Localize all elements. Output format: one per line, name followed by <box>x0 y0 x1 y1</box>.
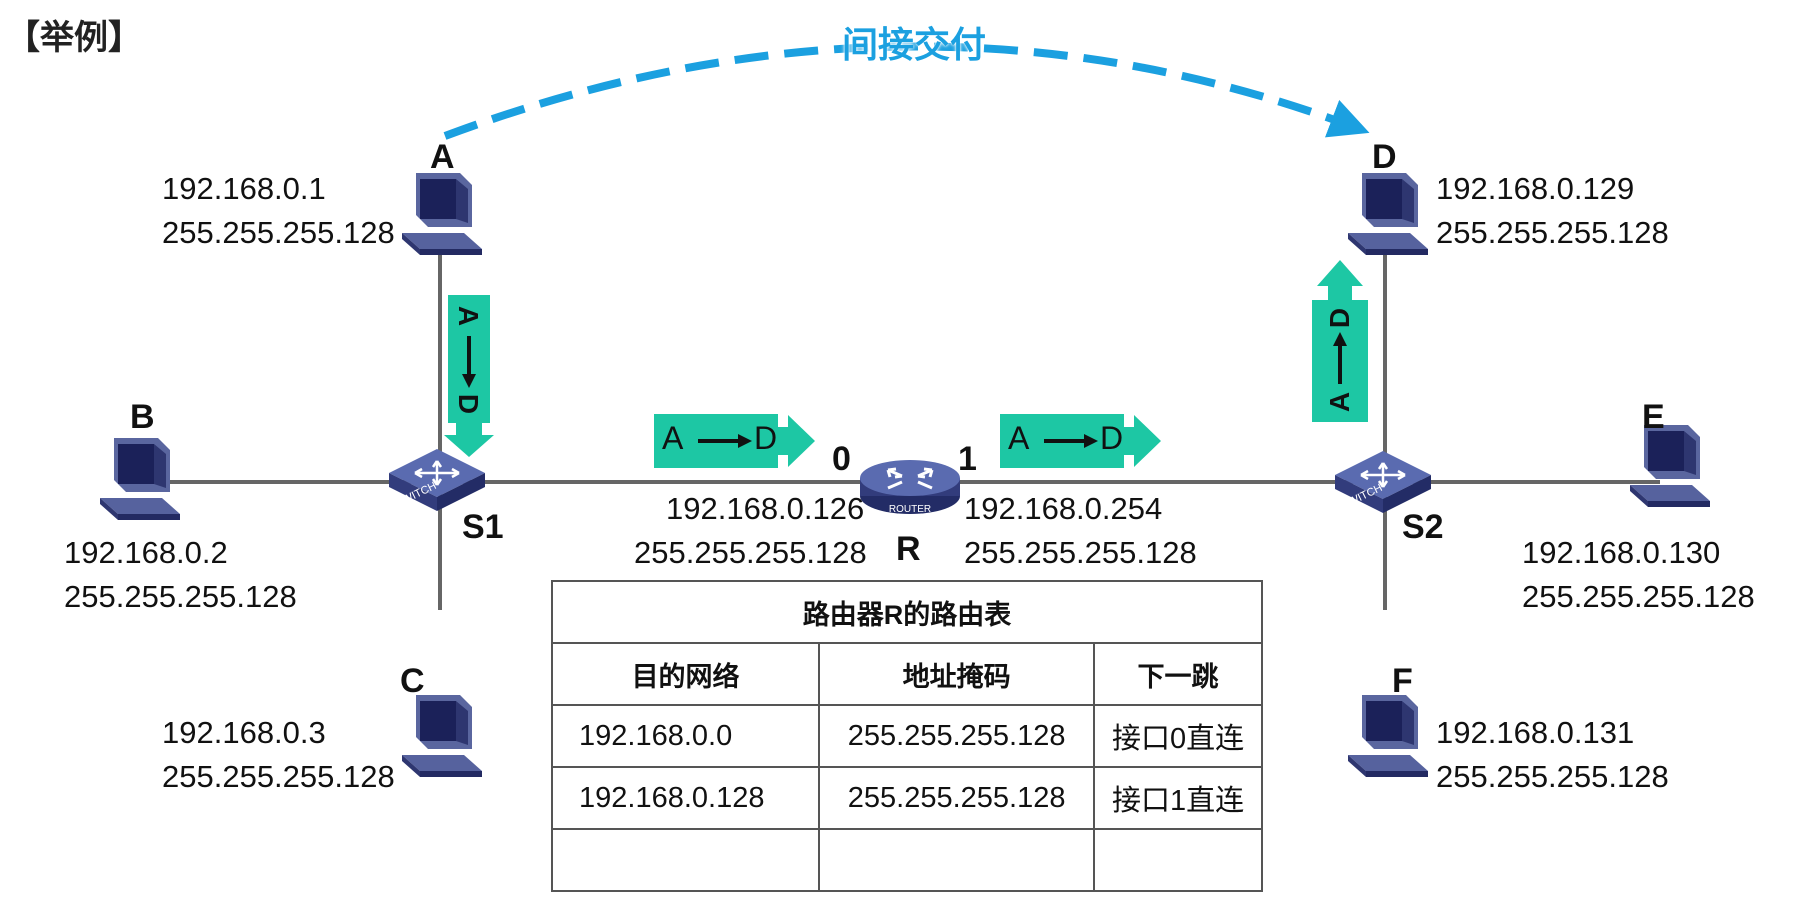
flow-s1-down-head <box>444 423 494 457</box>
host-c-pc-icon <box>402 695 482 777</box>
host-a-ip: 192.168.0.1 <box>162 171 326 206</box>
switch-s2-label: S2 <box>1402 508 1444 546</box>
host-b-ip: 192.168.0.2 <box>64 535 228 570</box>
host-d-label: D <box>1372 138 1397 176</box>
switch-s1-label: S1 <box>462 508 504 546</box>
routing-table-header-mask: 地址掩码 <box>818 642 1096 706</box>
host-e-mask: 255.255.255.128 <box>1522 579 1755 614</box>
routing-table: 路由器R的路由表 目的网络 地址掩码 下一跳 192.168.0.0 255.2… <box>550 580 1263 892</box>
routing-table-cell: 192.168.0.0 <box>550 704 821 768</box>
host-a-pc-icon <box>402 173 482 255</box>
host-d-pc-icon <box>1348 173 1428 255</box>
host-c-ip: 192.168.0.3 <box>162 715 326 750</box>
host-f-pc-icon <box>1348 695 1428 777</box>
router-port1-label: 1 <box>958 440 977 478</box>
host-d-ip: 192.168.0.129 <box>1436 171 1635 206</box>
router-port0-label: 0 <box>832 440 851 478</box>
host-c-label: C <box>400 662 425 700</box>
routing-table-cell <box>550 828 821 892</box>
host-f-label: F <box>1392 662 1413 700</box>
router-port1-mask: 255.255.255.128 <box>964 535 1197 570</box>
routing-table-cell <box>1093 828 1263 892</box>
routing-table-cell: 192.168.0.128 <box>550 766 821 830</box>
flow-s1-router-head <box>778 415 815 467</box>
flow-s2-up-from: A <box>1324 391 1356 413</box>
indirect-delivery-arc <box>443 42 1370 140</box>
indirect-delivery-label: 间接交付 <box>842 24 987 65</box>
flow-router-s2-from: A <box>1008 420 1030 456</box>
host-e-pc-icon <box>1630 425 1710 507</box>
router-device-text: ROUTER <box>889 504 931 515</box>
routing-table-header-dest: 目的网络 <box>550 642 821 706</box>
routing-table-title: 路由器R的路由表 <box>551 580 1263 644</box>
host-b-label: B <box>130 398 155 436</box>
host-b-pc-icon <box>100 438 180 520</box>
host-f-ip: 192.168.0.131 <box>1436 715 1635 750</box>
host-d-mask: 255.255.255.128 <box>1436 215 1669 250</box>
table-row <box>550 828 1263 892</box>
router-port1-ip: 192.168.0.254 <box>964 491 1163 526</box>
flow-arrows <box>444 260 1368 468</box>
flow-router-s2-to: D <box>1100 420 1124 456</box>
routing-table-cell <box>818 828 1096 892</box>
table-row: 192.168.0.128 255.255.255.128 接口1直连 <box>550 766 1263 830</box>
routing-table-cell: 接口1直连 <box>1093 766 1263 830</box>
flow-inner-arrows <box>462 332 1347 448</box>
router-port0-ip: 192.168.0.126 <box>666 491 865 526</box>
flow-s1-router-to: D <box>754 420 778 456</box>
router-icon: ROUTER <box>860 460 960 515</box>
host-e-ip: 192.168.0.130 <box>1522 535 1721 570</box>
flow-s1-down-from: A <box>453 305 485 327</box>
host-c-mask: 255.255.255.128 <box>162 759 395 794</box>
flow-s1-down-to: D <box>453 393 485 415</box>
flow-router-s2-head <box>1124 415 1161 467</box>
host-a-mask: 255.255.255.128 <box>162 215 395 250</box>
heading: 【举例】 <box>6 19 142 57</box>
routing-table-cell: 255.255.255.128 <box>818 704 1096 768</box>
routing-table-cell: 255.255.255.128 <box>818 766 1096 830</box>
host-e-label: E <box>1642 398 1665 436</box>
host-f-mask: 255.255.255.128 <box>1436 759 1669 794</box>
router-port0-mask: 255.255.255.128 <box>634 535 867 570</box>
router-label: R <box>896 530 921 568</box>
flow-s2-up-head <box>1317 260 1363 300</box>
table-row: 192.168.0.0 255.255.255.128 接口0直连 <box>550 704 1263 768</box>
flow-s2-up-to: D <box>1324 307 1356 329</box>
flow-s1-router-from: A <box>662 420 684 456</box>
routing-table-cell: 接口0直连 <box>1093 704 1263 768</box>
routing-table-header-nexthop: 下一跳 <box>1093 642 1263 706</box>
host-a-label: A <box>430 138 455 176</box>
host-b-mask: 255.255.255.128 <box>64 579 297 614</box>
